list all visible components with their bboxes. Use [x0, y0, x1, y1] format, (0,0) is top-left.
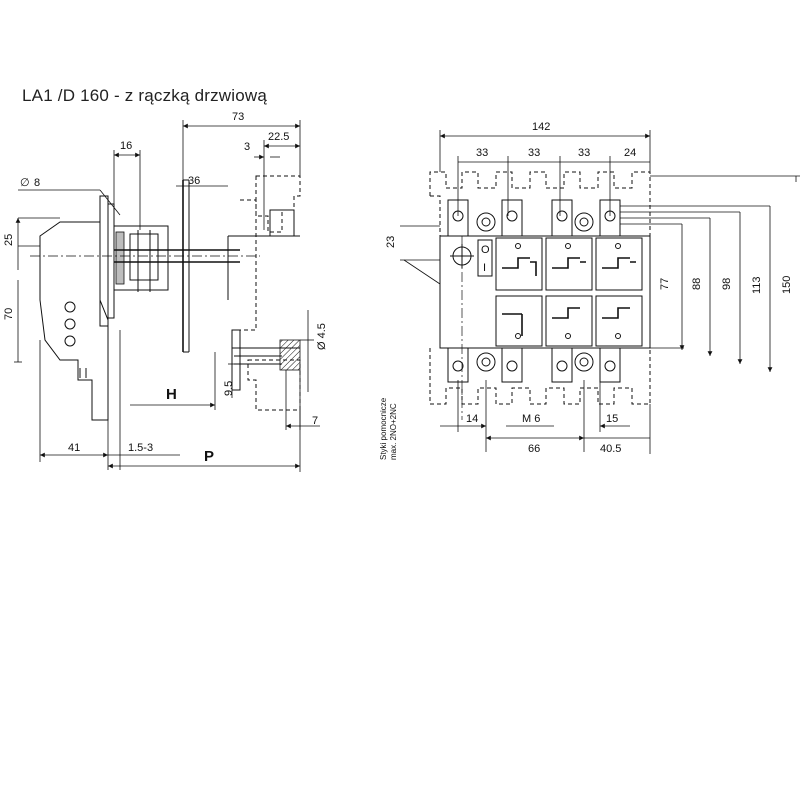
dim-70: 70	[3, 308, 15, 320]
dim-33-b: 33	[528, 147, 540, 159]
handle-hole-3	[64, 335, 76, 347]
dim-15: 15	[606, 413, 618, 425]
mount-screw-section	[279, 339, 301, 371]
side-view: 73 22.5 3 16 36 ∅ 8 25 70 H 9.5 Ø 4.5	[3, 111, 328, 472]
aux-note-line-2: max. 2NO+2NC	[389, 403, 398, 460]
dim-24: 24	[624, 147, 636, 159]
bottom-screw-1	[476, 352, 496, 372]
dim-77: 77	[659, 278, 671, 290]
switch-body	[439, 235, 651, 349]
dim-150: 150	[781, 276, 793, 294]
shaft-housing	[113, 225, 169, 291]
dim-9-5: 9.5	[223, 381, 235, 396]
dim-7: 7	[312, 415, 318, 427]
dim-3: 3	[244, 141, 250, 153]
position-indicator: O I	[450, 239, 493, 277]
pole-modules	[495, 237, 643, 347]
symbol-off: O	[481, 244, 490, 256]
dim-h: H	[166, 386, 177, 403]
dim-16: 16	[120, 140, 132, 152]
bottom-screw-2	[574, 352, 594, 372]
dim-22-5: 22.5	[268, 131, 289, 143]
dim-14: 14	[466, 413, 478, 425]
dim-142: 142	[532, 121, 550, 133]
drawing-title: LA1 /D 160 - z rączką drzwiową	[22, 86, 268, 105]
handle-hole-1	[64, 301, 76, 313]
top-screw-1	[476, 212, 496, 232]
front-view: O I 142 33 33 33 24 77 88 98 113 150	[379, 121, 800, 460]
dim-36: 36	[188, 175, 200, 187]
dim-23: 23	[385, 236, 397, 248]
dim-phi-8: 8	[34, 177, 40, 189]
dim-33-a: 33	[476, 147, 488, 159]
dim-40-5: 40.5	[600, 443, 621, 455]
dim-88: 88	[691, 278, 703, 290]
aux-note-line-1: Styki pomocnicze	[379, 397, 388, 460]
dim-25: 25	[3, 234, 15, 246]
handle-hole-2	[64, 318, 76, 330]
dim-m6: M 6	[522, 413, 540, 425]
dim-113: 113	[751, 276, 763, 294]
dim-66: 66	[528, 443, 540, 455]
top-screw-2	[574, 212, 594, 232]
dim-41: 41	[68, 442, 80, 454]
dim-73: 73	[232, 111, 244, 123]
dim-phi-4-5: Ø 4.5	[316, 323, 328, 350]
phi-symbol-icon: ∅	[20, 177, 30, 189]
dim-33-c: 33	[578, 147, 590, 159]
symbol-on: I	[483, 262, 486, 274]
door-plate	[99, 195, 109, 327]
dim-98: 98	[721, 278, 733, 290]
dim-1-5-3: 1.5-3	[128, 442, 153, 454]
dim-p: P	[204, 448, 214, 465]
